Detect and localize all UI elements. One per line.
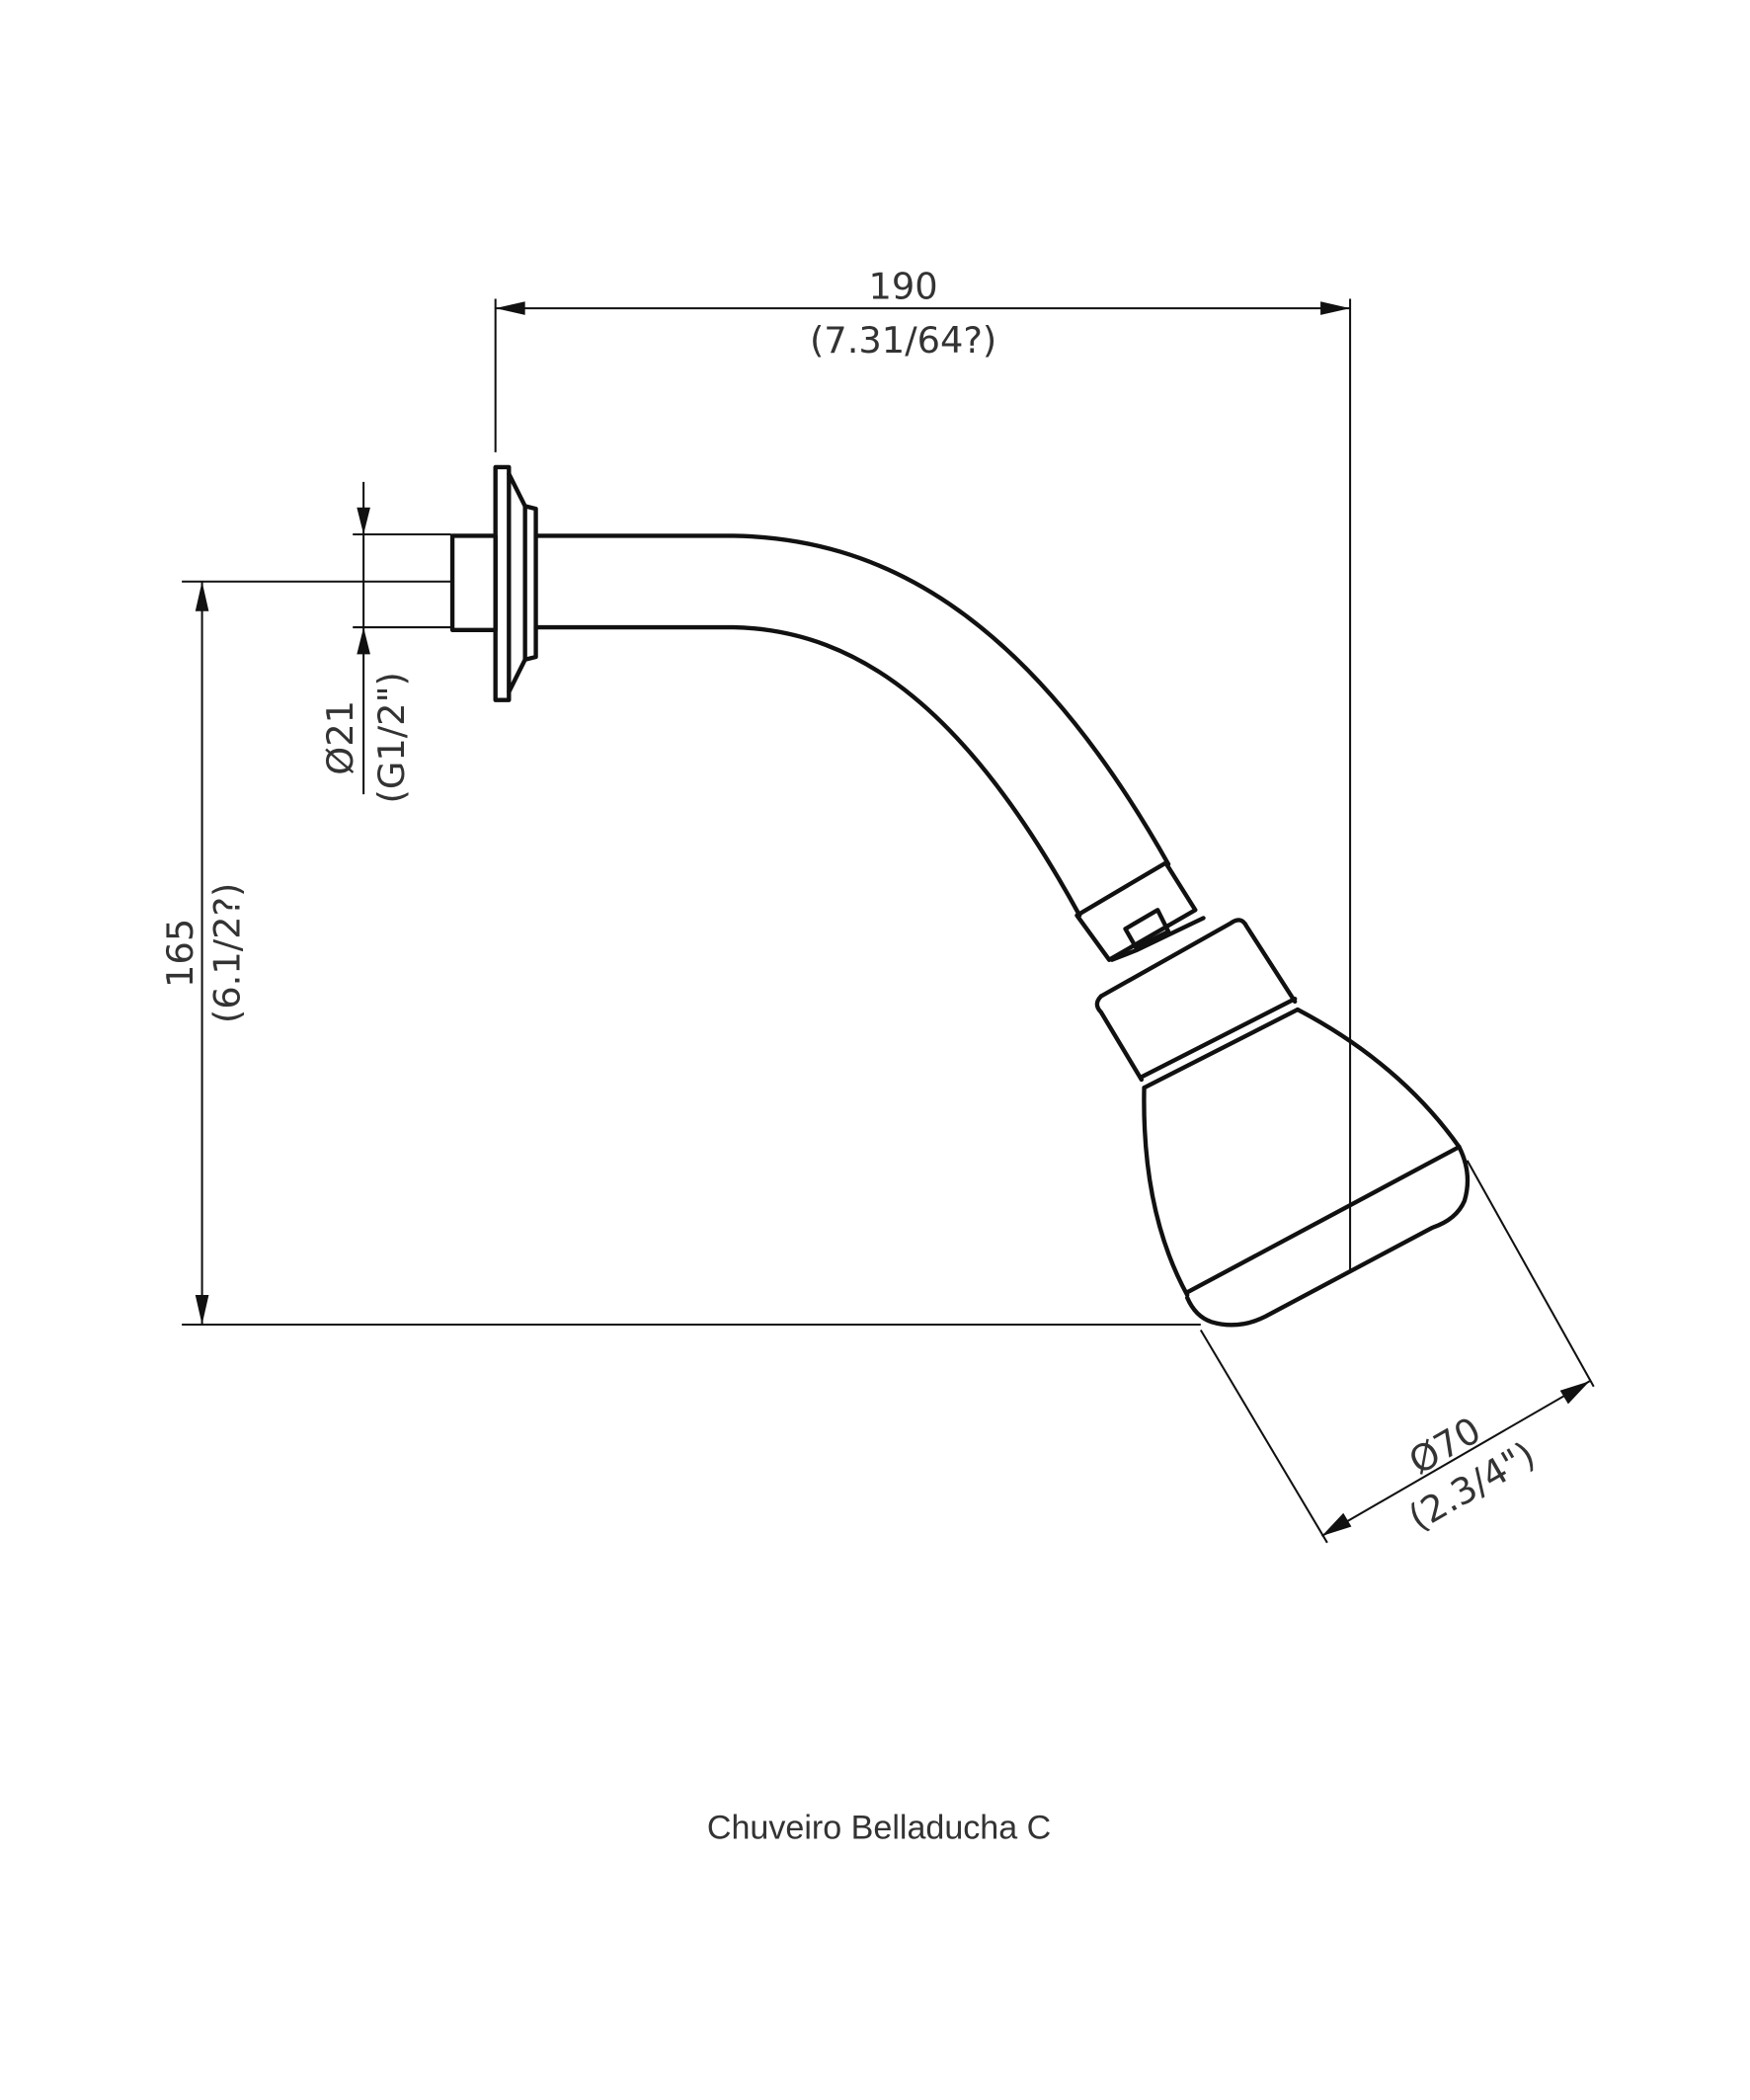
product-caption: Chuveiro Belladucha C: [707, 1810, 1051, 1847]
shower-head: [1094, 918, 1471, 1328]
shower-arm: [449, 464, 1206, 962]
width-value: 190: [869, 266, 938, 308]
height-imperial: (6.1/2?): [206, 883, 249, 1024]
width-dimension: 190 (7.31/64?): [494, 266, 1352, 1272]
head-diameter-dimension: Ø70 (2.3/4"): [1199, 1160, 1595, 1544]
inlet-dimension: Ø21 (G1/2"): [319, 481, 451, 803]
inlet-imperial: (G1/2"): [370, 672, 413, 803]
height-value: 165: [159, 919, 201, 988]
inlet-value: Ø21: [319, 700, 361, 775]
height-dimension: 165 (6.1/2?): [159, 580, 1201, 1327]
width-imperial: (7.31/64?): [810, 319, 996, 362]
